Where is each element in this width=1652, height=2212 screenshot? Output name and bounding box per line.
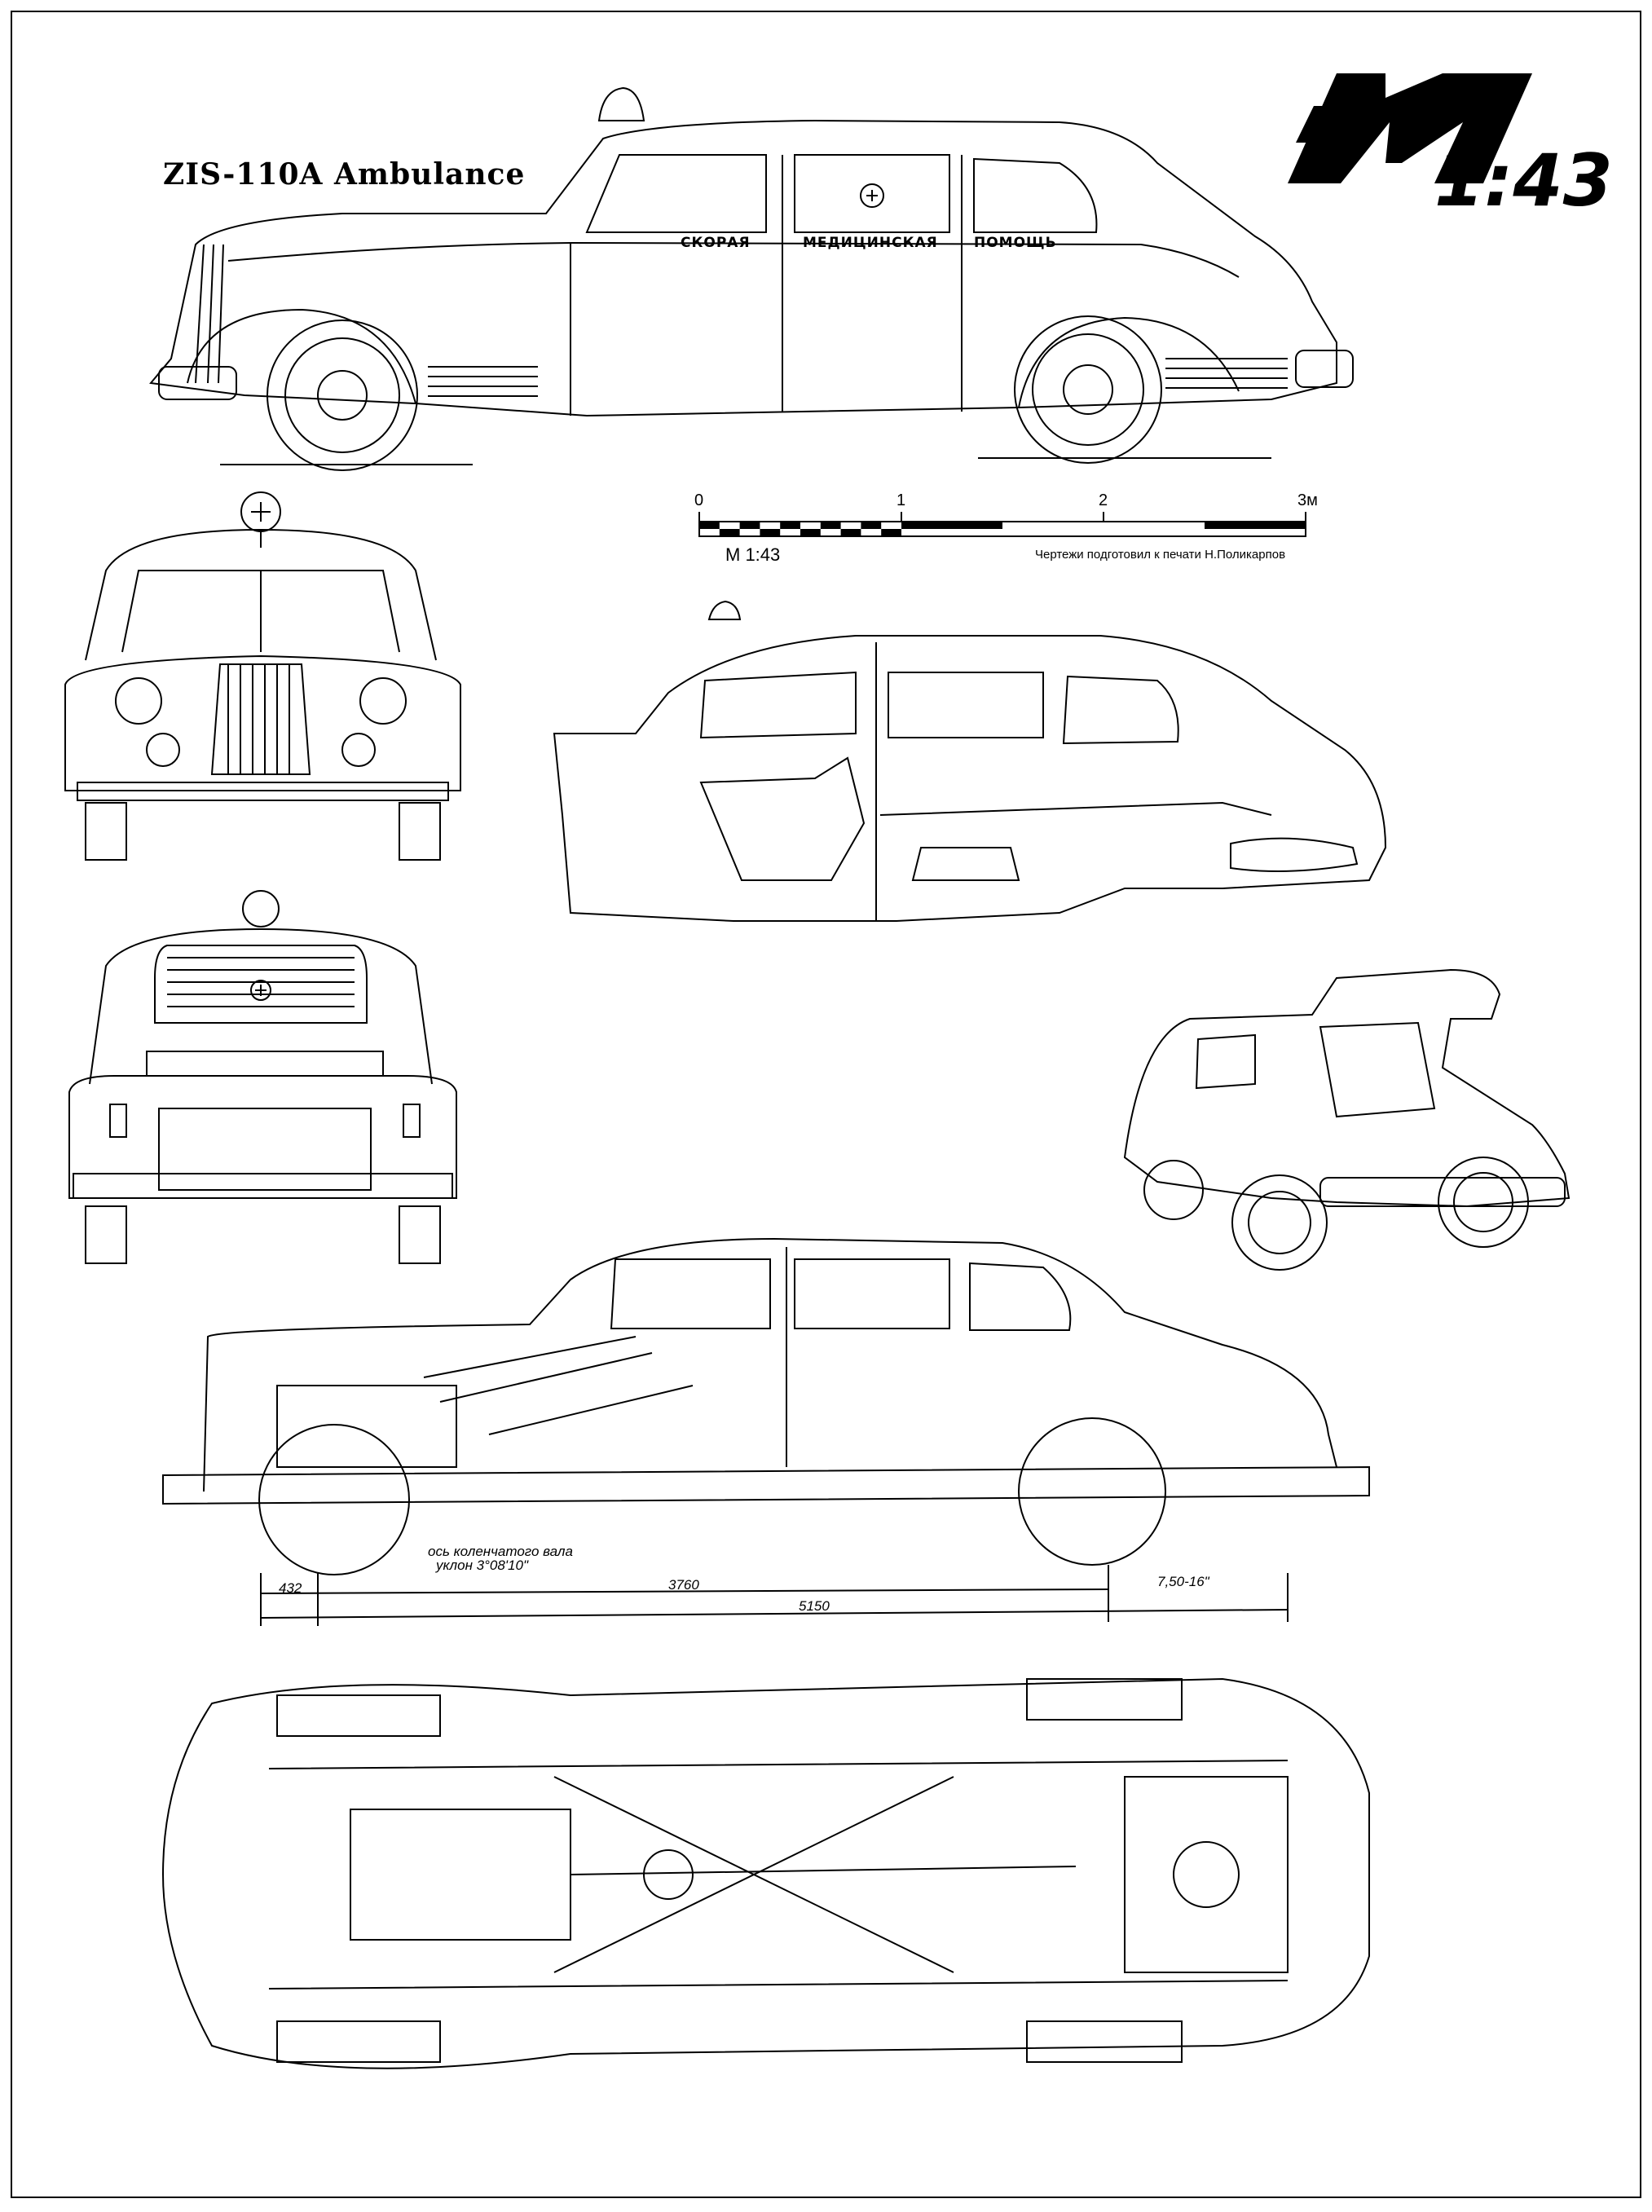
scale-checker-cell (780, 522, 800, 529)
scale-tick-2: 2 (1099, 491, 1108, 509)
front-view (65, 492, 460, 860)
scale-bar (699, 512, 1306, 536)
scale-tick-1: 1 (896, 491, 906, 509)
door-lettering-1: СКОРАЯ (681, 235, 751, 251)
side-view-ambulance (151, 88, 1353, 470)
dimension-5150: 5150 (799, 1598, 830, 1614)
scale-checker-cell (820, 522, 841, 529)
scale-checker-cell (760, 529, 781, 536)
scale-bar-segment (1205, 522, 1306, 529)
crankshaft-note: ось коленчатого вала (428, 1544, 573, 1559)
scale-checker-cell (881, 529, 901, 536)
scale-label: М 1:43 (725, 544, 781, 565)
slope-note: уклон 3°08'10" (436, 1558, 528, 1573)
dimension-432: 432 (279, 1580, 302, 1596)
scale-checker-cell (739, 522, 760, 529)
sheet-border (11, 11, 1641, 2197)
tire-size-label: 7,50-16" (1157, 1574, 1209, 1589)
door-lettering-2: МЕДИЦИНСКАЯ (803, 235, 938, 251)
scale-tick-0: 0 (694, 491, 704, 509)
chassis-side-view (163, 1239, 1369, 1626)
dimension-3760: 3760 (668, 1577, 699, 1593)
door-lettering-3: ПОМОЩЬ (974, 235, 1057, 251)
scale-checker-cell (861, 522, 882, 529)
scale-tick-3: 3м (1297, 491, 1318, 509)
rear-view (69, 891, 456, 1263)
m-logo-icon (1288, 73, 1532, 183)
scale-checker-cell (840, 529, 861, 536)
scale-checker-cell (800, 529, 821, 536)
logo-ratio-label: 1:43 (1434, 139, 1613, 223)
scale-bar-segment (901, 522, 1002, 529)
scale-checker-cell (699, 522, 720, 529)
scale-checker-cell (719, 529, 740, 536)
cutaway-side-view (554, 601, 1385, 921)
drawing-title: ZIS-110A Ambulance (163, 157, 526, 192)
perspective-rear-view (1125, 970, 1569, 1270)
credit-note: Чертежи подготовил к печати Н.Поликарпов (1035, 548, 1286, 562)
chassis-plan-view (163, 1679, 1369, 2069)
